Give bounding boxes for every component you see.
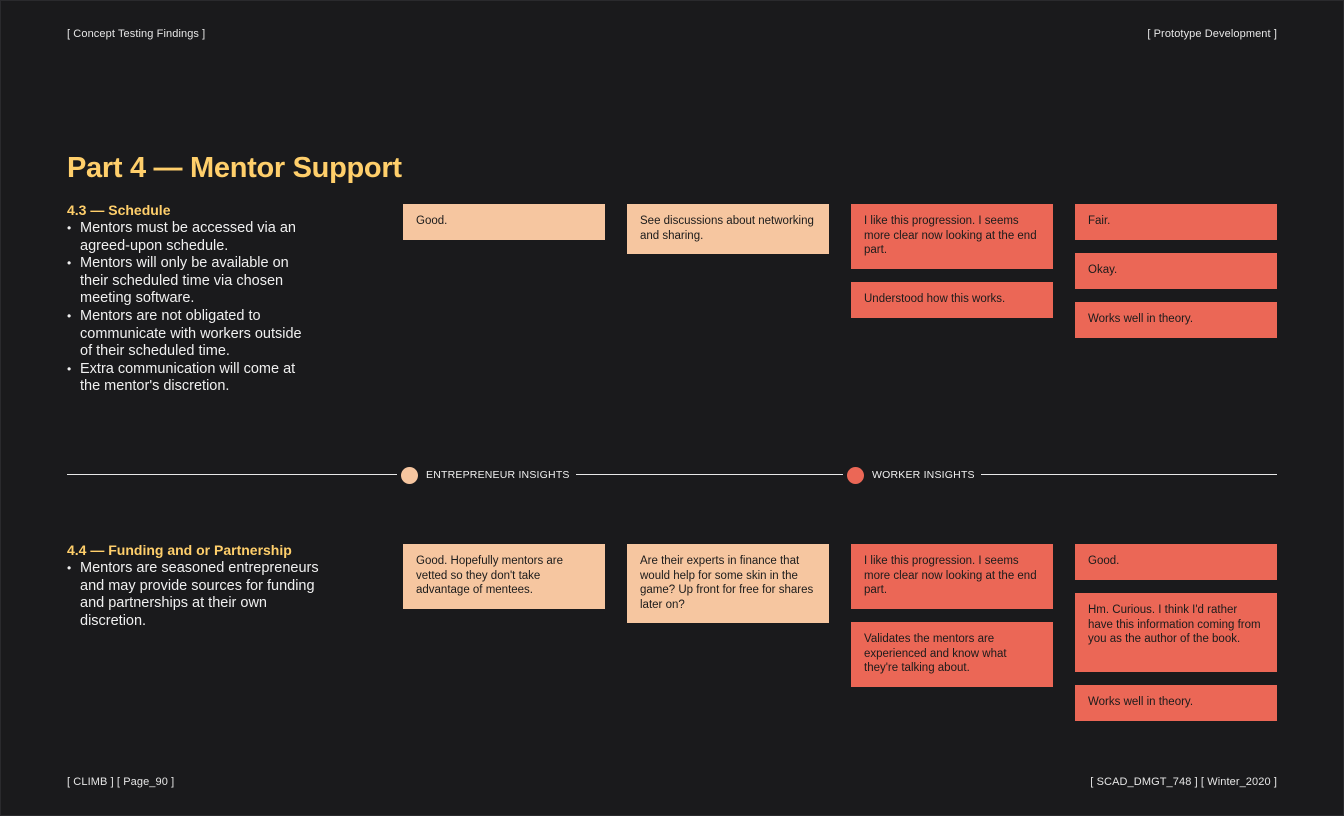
- entrepreneur-insight-card: Are their experts in finance that would …: [627, 544, 829, 623]
- bullet-item: Mentors are seasoned entrepreneurs and m…: [67, 560, 332, 630]
- worker-insight-card: Good.: [1075, 544, 1277, 580]
- entrepreneur-dot-icon: [401, 466, 418, 484]
- worker-insight-card: Hm. Curious. I think I'd rather have thi…: [1075, 593, 1277, 672]
- bullet-item: Mentors must be accessed via an agreed-u…: [67, 220, 307, 255]
- header-right-label: [ Prototype Development ]: [1147, 28, 1277, 40]
- entrepreneur-insight-card: See discussions about networking and sha…: [627, 204, 829, 254]
- worker-insight-card: Works well in theory.: [1075, 302, 1277, 338]
- worker-insight-card: I like this progression. I seems more cl…: [851, 544, 1053, 609]
- bullet-item: Mentors are not obligated to communicate…: [67, 308, 307, 361]
- legend-entrepreneur-label: ENTREPRENEUR INSIGHTS: [426, 469, 570, 481]
- worker-insight-card: Fair.: [1075, 204, 1277, 240]
- worker-insight-card: Okay.: [1075, 253, 1277, 289]
- worker-dot-icon: [847, 466, 864, 484]
- legend-entrepreneur: ENTREPRENEUR INSIGHTS: [397, 466, 576, 484]
- bullet-item: Extra communication will come at the men…: [67, 361, 307, 396]
- section-heading-schedule: 4.3 — Schedule: [67, 202, 171, 218]
- worker-insight-card: Understood how this works.: [851, 282, 1053, 318]
- worker-insight-card: I like this progression. I seems more cl…: [851, 204, 1053, 269]
- schedule-bullet-list: Mentors must be accessed via an agreed-u…: [67, 220, 307, 396]
- legend-worker: WORKER INSIGHTS: [843, 466, 981, 484]
- entrepreneur-insight-card: Good. Hopefully mentors are vetted so th…: [403, 544, 605, 609]
- legend-divider: [67, 474, 1277, 475]
- bullet-item: Mentors will only be available on their …: [67, 255, 307, 308]
- worker-insight-card: Validates the mentors are experienced an…: [851, 622, 1053, 687]
- legend-worker-label: WORKER INSIGHTS: [872, 469, 975, 481]
- footer-right-label: [ SCAD_DMGT_748 ] [ Winter_2020 ]: [1090, 776, 1277, 788]
- worker-insight-card: Works well in theory.: [1075, 685, 1277, 721]
- section-heading-funding: 4.4 — Funding and or Partnership: [67, 542, 292, 558]
- funding-bullet-list: Mentors are seasoned entrepreneurs and m…: [67, 560, 332, 630]
- footer-left-label: [ CLIMB ] [ Page_90 ]: [67, 776, 175, 788]
- header-left-label: [ Concept Testing Findings ]: [67, 28, 206, 40]
- page-title: Part 4 — Mentor Support: [67, 152, 402, 184]
- entrepreneur-insight-card: Good.: [403, 204, 605, 240]
